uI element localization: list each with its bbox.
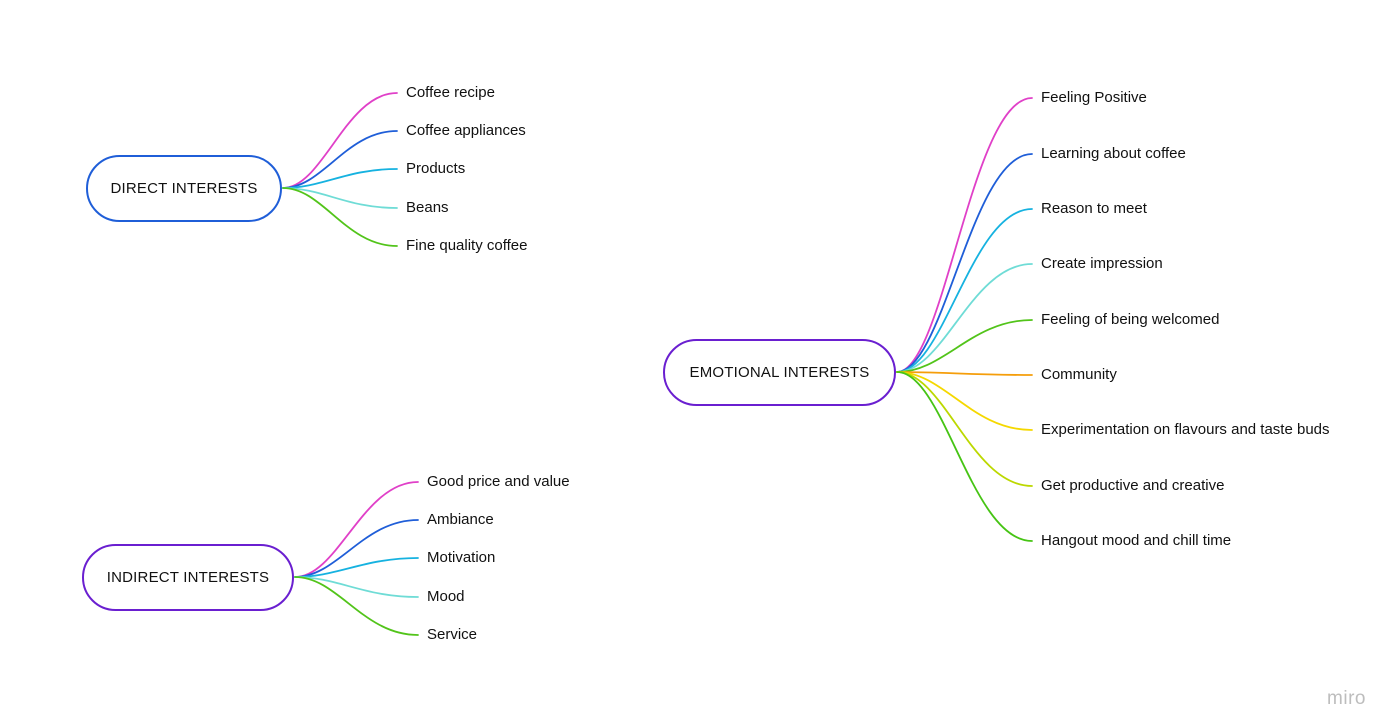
node-hangout-mood[interactable]: Hangout mood and chill time bbox=[1041, 532, 1232, 549]
node-feeling-positive[interactable]: Feeling Positive bbox=[1041, 89, 1147, 106]
node-learning-about-coffee[interactable]: Learning about coffee bbox=[1041, 145, 1186, 162]
connector-2-2 bbox=[896, 208, 1033, 373]
node-indirect-interests[interactable]: INDIRECT INTERESTS bbox=[82, 544, 294, 611]
connector-0-1 bbox=[282, 130, 398, 189]
node-service[interactable]: Service bbox=[427, 626, 478, 643]
node-mood[interactable]: Mood bbox=[427, 588, 465, 605]
node-get-productive-and-creative[interactable]: Get productive and creative bbox=[1041, 477, 1225, 494]
node-experimentation[interactable]: Experimentation on flavours and taste bu… bbox=[1041, 421, 1330, 438]
node-emotional-interests[interactable]: EMOTIONAL INTERESTS bbox=[663, 339, 896, 406]
connector-2-1 bbox=[896, 153, 1033, 373]
connector-2-0 bbox=[896, 97, 1033, 373]
connector-1-1 bbox=[294, 519, 419, 578]
node-motivation[interactable]: Motivation bbox=[427, 549, 496, 566]
connector-0-3 bbox=[282, 187, 398, 209]
node-fine-quality-coffee[interactable]: Fine quality coffee bbox=[406, 237, 528, 254]
node-community[interactable]: Community bbox=[1041, 366, 1117, 383]
connector-2-7 bbox=[896, 371, 1033, 487]
connector-2-8 bbox=[896, 371, 1033, 542]
node-coffee-appliances[interactable]: Coffee appliances bbox=[406, 122, 526, 139]
connector-1-3 bbox=[294, 576, 419, 598]
connector-2-4 bbox=[896, 319, 1033, 373]
connector-0-4 bbox=[282, 187, 398, 247]
node-ambiance[interactable]: Ambiance bbox=[427, 511, 494, 528]
node-products[interactable]: Products bbox=[406, 160, 466, 177]
node-create-impression[interactable]: Create impression bbox=[1041, 255, 1163, 272]
node-reason-to-meet[interactable]: Reason to meet bbox=[1041, 200, 1147, 217]
node-coffee-recipe[interactable]: Coffee recipe bbox=[406, 84, 495, 101]
node-beans[interactable]: Beans bbox=[406, 199, 449, 216]
connector-0-2 bbox=[282, 168, 398, 189]
connector-0-0 bbox=[282, 92, 398, 189]
connector-2-5 bbox=[896, 371, 1033, 376]
connector-1-0 bbox=[294, 481, 419, 578]
miro-watermark: miro bbox=[1327, 688, 1366, 709]
node-direct-interests[interactable]: DIRECT INTERESTS bbox=[86, 155, 282, 222]
connector-2-6 bbox=[896, 371, 1033, 431]
connector-1-2 bbox=[294, 557, 419, 578]
connector-1-4 bbox=[294, 576, 419, 636]
connector-2-3 bbox=[896, 263, 1033, 373]
node-good-price-and-value[interactable]: Good price and value bbox=[427, 473, 570, 490]
node-feeling-of-being-welcomed[interactable]: Feeling of being welcomed bbox=[1041, 311, 1220, 328]
